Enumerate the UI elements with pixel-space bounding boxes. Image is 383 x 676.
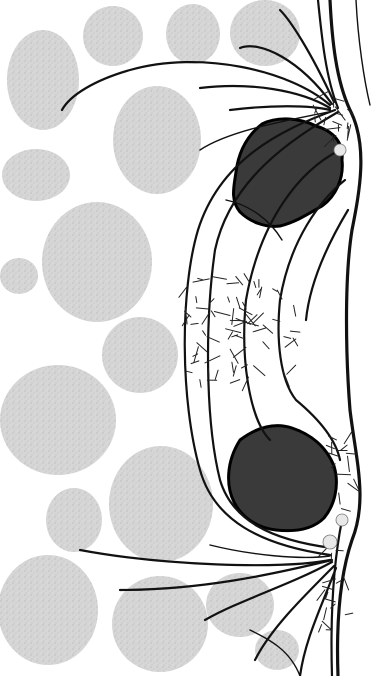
spike-mark	[341, 445, 347, 450]
spike-mark	[347, 123, 348, 129]
granule-blob	[0, 258, 38, 294]
spike-mark	[254, 366, 265, 376]
spike-mark	[230, 380, 239, 384]
spike-mark	[213, 277, 227, 280]
focal-dot	[336, 514, 348, 526]
granule-blob	[0, 555, 98, 665]
spike-mark	[273, 289, 277, 292]
spike-mark	[236, 277, 243, 285]
spike-mark	[344, 432, 351, 443]
spike-mark	[324, 608, 327, 620]
spike-mark	[215, 370, 218, 379]
granule-blob	[230, 0, 300, 66]
spike-mark	[348, 456, 350, 471]
spike-mark	[336, 474, 350, 475]
granule-blob	[113, 86, 201, 194]
spike-mark	[263, 342, 269, 349]
spike-mark	[232, 362, 234, 372]
granule-blob	[166, 4, 220, 64]
spike-mark	[228, 297, 230, 302]
spike-mark	[263, 325, 272, 333]
spike-mark	[287, 365, 296, 374]
spike-mark	[345, 613, 353, 615]
spike-mark	[341, 509, 350, 512]
spike-mark	[339, 493, 340, 504]
spike-mark	[203, 331, 206, 335]
spike-mark	[191, 361, 199, 364]
focal-dot	[323, 535, 337, 549]
spike-mark	[253, 313, 263, 323]
spike-mark	[333, 122, 342, 126]
spike-mark	[198, 278, 203, 279]
spike-mark	[319, 625, 322, 632]
spike-mark	[196, 308, 208, 309]
granule-blob	[2, 149, 70, 201]
focal-dot	[334, 144, 346, 156]
spike-mark	[186, 371, 192, 373]
upper-dark-mass	[234, 119, 343, 226]
spike-mark	[294, 305, 296, 316]
spike-mark	[228, 332, 232, 339]
spike-mark	[343, 576, 348, 590]
spike-mark	[226, 329, 241, 333]
spike-mark	[208, 368, 209, 376]
spike-mark	[194, 347, 199, 363]
granule-blob	[0, 365, 116, 475]
spike-mark	[326, 445, 334, 448]
granule-blob	[7, 30, 79, 130]
spike-mark	[284, 337, 291, 339]
spike-mark	[254, 282, 256, 288]
spike-mark	[200, 380, 201, 388]
granule-blob	[42, 202, 152, 322]
granule-blob	[102, 317, 178, 393]
spike-mark	[336, 99, 344, 101]
spike-mark	[244, 274, 249, 282]
granule-blob	[46, 488, 102, 552]
spike-mark	[227, 283, 239, 284]
spike-mark	[290, 331, 300, 332]
spike-mark	[237, 297, 240, 308]
spike-mark	[191, 323, 198, 324]
lower-dark-mass	[229, 426, 337, 531]
spike-mark	[214, 312, 230, 316]
spike-mark	[315, 117, 316, 122]
spike-mark	[232, 309, 234, 325]
spike-mark	[325, 599, 335, 602]
spike-mark	[196, 297, 197, 303]
granule-blob	[83, 6, 143, 66]
spike-mark	[325, 128, 340, 130]
dark-masses	[229, 119, 343, 531]
granule-cells	[0, 0, 300, 672]
spike-mark	[253, 328, 266, 332]
